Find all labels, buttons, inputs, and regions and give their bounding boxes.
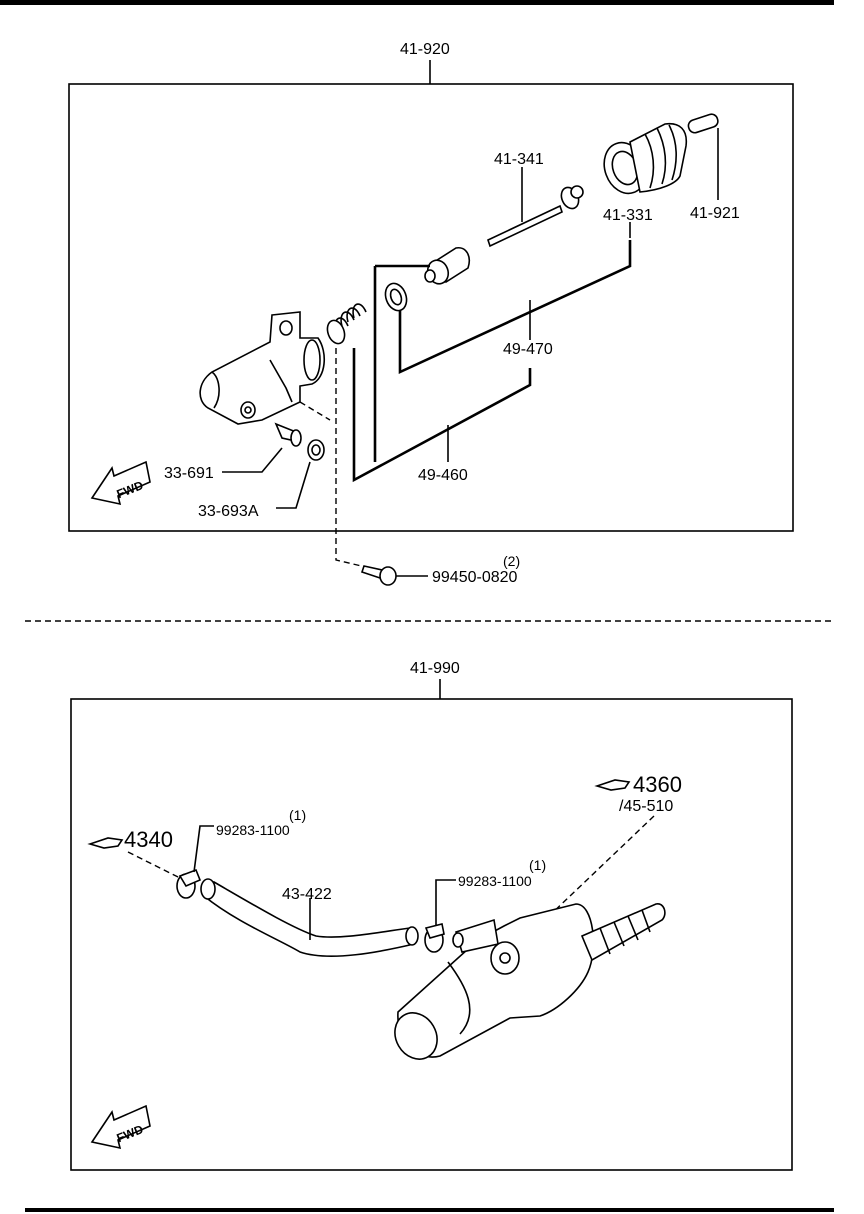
- top-border-bar: [0, 0, 834, 5]
- bolt-quantity: (2): [503, 553, 520, 569]
- top-assembly: 41-920 41-921 41-331 41-341: [68, 41, 794, 569]
- label-bolt[interactable]: 99450-0820: [432, 569, 518, 586]
- bolt-99450-0820[interactable]: [360, 565, 397, 586]
- clamp-left[interactable]: [176, 868, 202, 899]
- master-cylinder[interactable]: [387, 903, 666, 1067]
- fwd-arrow-icon: FWD: [90, 460, 151, 506]
- label-33-691[interactable]: 33-691: [164, 465, 214, 482]
- label-49-470[interactable]: 49-470: [503, 341, 553, 358]
- pointing-hand-icon: [594, 779, 631, 791]
- reference-4360-sub: /45-510: [619, 798, 673, 815]
- fwd-arrow-icon: FWD: [90, 1104, 151, 1150]
- label-clamp-left[interactable]: 99283-1100: [216, 822, 290, 838]
- cylinder-body[interactable]: [199, 311, 325, 425]
- reference-4340[interactable]: 4340: [87, 827, 173, 852]
- label-41-341[interactable]: 41-341: [494, 151, 544, 168]
- label-41-331[interactable]: 41-331: [603, 207, 653, 224]
- svg-text:FWD: FWD: [115, 1122, 146, 1145]
- label-41-921[interactable]: 41-921: [690, 205, 740, 222]
- svg-text:4360: 4360: [633, 772, 682, 797]
- bottom-border-bar: [25, 1208, 834, 1212]
- spring[interactable]: [324, 303, 367, 346]
- rod-41-341[interactable]: [487, 185, 584, 248]
- svg-text:FWD: FWD: [115, 478, 146, 501]
- label-clamp-right[interactable]: 99283-1100: [458, 873, 532, 889]
- reference-4360[interactable]: 4360 /45-510: [594, 772, 682, 815]
- assembly-box-bottom: [70, 698, 793, 1171]
- label-hose[interactable]: 43-422: [282, 886, 332, 903]
- boot-41-331[interactable]: [597, 122, 688, 200]
- pin-41-921[interactable]: [687, 113, 720, 135]
- hose-43-422[interactable]: [200, 878, 419, 957]
- bleeder-screw-33-691[interactable]: [274, 422, 302, 447]
- kit-line-49-460: [352, 264, 532, 483]
- clamp-right-quantity: (1): [529, 857, 546, 873]
- seal-cup[interactable]: [382, 280, 410, 313]
- assembly-label-41-920[interactable]: 41-920: [400, 41, 450, 58]
- piston[interactable]: [424, 246, 471, 287]
- assembly-label-41-990[interactable]: 41-990: [410, 660, 460, 677]
- pointing-hand-icon: [87, 837, 124, 849]
- label-33-693a[interactable]: 33-693A: [198, 503, 259, 520]
- bottom-assembly: 41-990 4340 4360 /45-510 99283-1100 (1): [70, 660, 793, 1171]
- clamp-left-quantity: (1): [289, 807, 306, 823]
- svg-text:4340: 4340: [124, 827, 173, 852]
- assembly-box-top: [68, 83, 794, 532]
- label-49-460[interactable]: 49-460: [418, 467, 468, 484]
- bleeder-cap-33-693a[interactable]: [307, 439, 325, 461]
- clamp-right[interactable]: [424, 923, 445, 953]
- kit-line-49-470: [398, 240, 632, 375]
